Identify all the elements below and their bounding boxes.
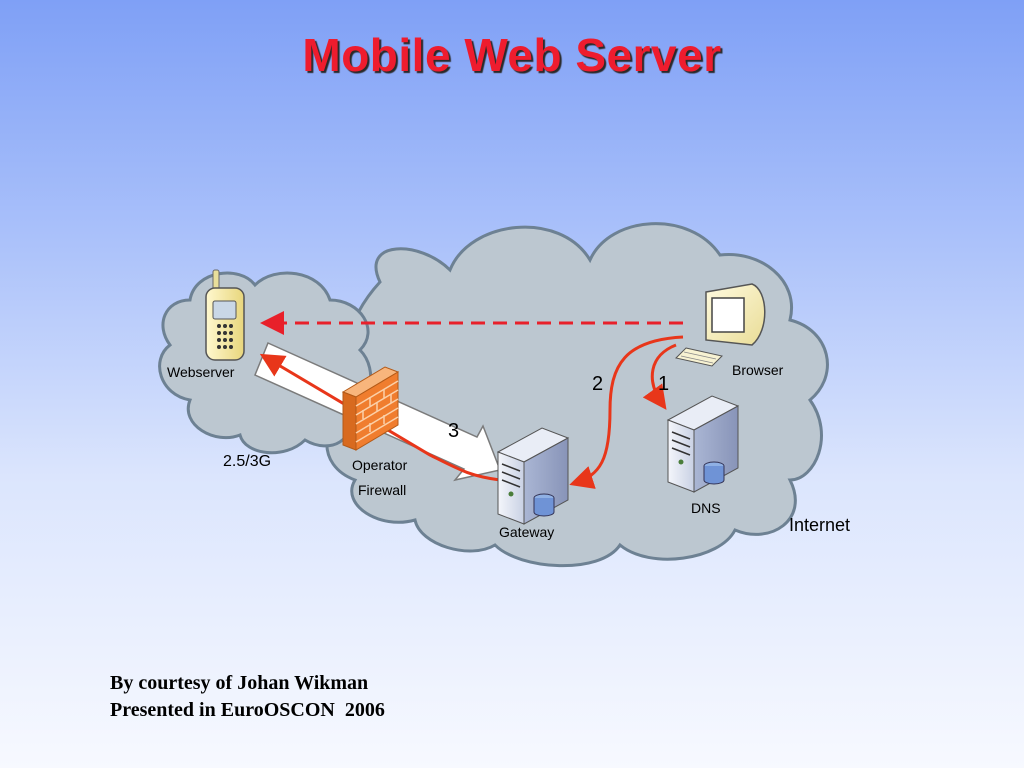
firewall-label-line1: Operator bbox=[352, 457, 408, 473]
credits: By courtesy of Johan Wikman Presented in… bbox=[110, 670, 385, 724]
computer-icon bbox=[675, 283, 766, 367]
gateway-label: Gateway bbox=[499, 524, 554, 540]
arrow-step-2 bbox=[569, 335, 684, 489]
firewall-label-line2: Firewall bbox=[358, 482, 406, 498]
step-3-label: 3 bbox=[448, 420, 459, 442]
slide-title: Mobile Web Server bbox=[302, 29, 722, 81]
step-1-label: 1 bbox=[658, 373, 669, 395]
mobile-network-label: 2.5/3G bbox=[223, 453, 271, 470]
webserver-label: Webserver bbox=[167, 364, 235, 380]
browser-label: Browser bbox=[732, 362, 784, 378]
credit-line-2: Presented in EuroOSCON 2006 bbox=[110, 699, 385, 721]
dns-label: DNS bbox=[691, 500, 721, 516]
mobile-phone-icon bbox=[205, 269, 245, 361]
step-2-label: 2 bbox=[592, 373, 603, 395]
internet-label: Internet bbox=[789, 515, 850, 535]
credit-line-1: By courtesy of Johan Wikman bbox=[110, 672, 369, 694]
gateway-server-icon bbox=[496, 427, 570, 525]
internet-cloud bbox=[325, 222, 829, 568]
arrow-step-1 bbox=[642, 343, 677, 410]
dns-server-icon bbox=[666, 395, 740, 493]
tunnel-arrow bbox=[259, 353, 501, 482]
firewall-icon bbox=[341, 366, 400, 451]
